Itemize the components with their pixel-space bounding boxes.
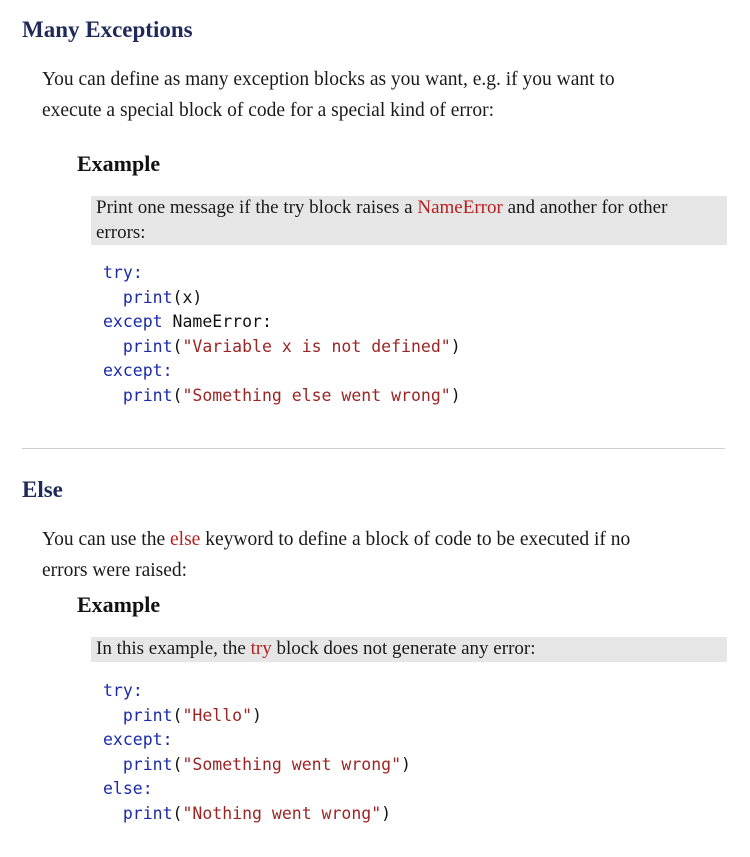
code-line: print(x) [122, 287, 203, 307]
section1-note-prefix: Print one message if the try block raise… [96, 197, 418, 218]
section2-para-suffix: keyword to define a block of code to be … [200, 529, 631, 550]
code-line: except NameError: [103, 312, 272, 331]
section1-paragraph-line2: execute a special block of code for a sp… [42, 100, 495, 121]
section1-paragraph-line1: You can define as many exception blocks … [42, 69, 615, 90]
code-line: try: [103, 263, 143, 282]
section2-para-keyword: else [170, 529, 201, 550]
code-line: except: [103, 730, 173, 749]
section2-note-prefix: In this example, the [96, 638, 251, 659]
section2-example-note: In this example, the try block does not … [91, 637, 727, 662]
section-title-else: Else [22, 477, 63, 502]
section1-code-block: try: print(x) except NameError: print("V… [103, 261, 461, 408]
code-line: print("Something else went wrong") [122, 385, 461, 405]
section2-example-heading: Example [77, 592, 161, 617]
section2-note-keyword: try [250, 638, 272, 659]
code-line: print("Variable x is not defined") [122, 336, 461, 356]
code-line: print("Hello") [122, 705, 262, 725]
section2-paragraph-line2: errors were raised: [42, 560, 188, 581]
section2-para-prefix: You can use the [42, 529, 171, 550]
code-line: print("Nothing went wrong") [122, 803, 392, 823]
section2-code-block: try: print("Hello") except: print("Somet… [103, 679, 411, 826]
section-title-many-exceptions: Many Exceptions [22, 17, 193, 42]
section2-paragraph-line1: You can use the else keyword to define a… [42, 529, 630, 551]
code-line: try: [103, 681, 143, 700]
section1-note-line1: Print one message if the try block raise… [96, 197, 667, 219]
section-divider [22, 448, 725, 449]
section1-note-line2: errors: [96, 222, 146, 243]
section2-note-suffix: block does not generate any error: [271, 638, 536, 659]
code-line: else: [103, 779, 153, 798]
code-line: except: [103, 361, 173, 380]
section1-note-keyword: NameError [417, 197, 503, 218]
section1-note-suffix: and another for other [502, 197, 668, 218]
section1-example-note: Print one message if the try block raise… [91, 196, 727, 245]
section2-note-line1: In this example, the try block does not … [96, 638, 536, 660]
section1-example-heading: Example [77, 151, 161, 176]
code-line: print("Something went wrong") [122, 754, 411, 774]
